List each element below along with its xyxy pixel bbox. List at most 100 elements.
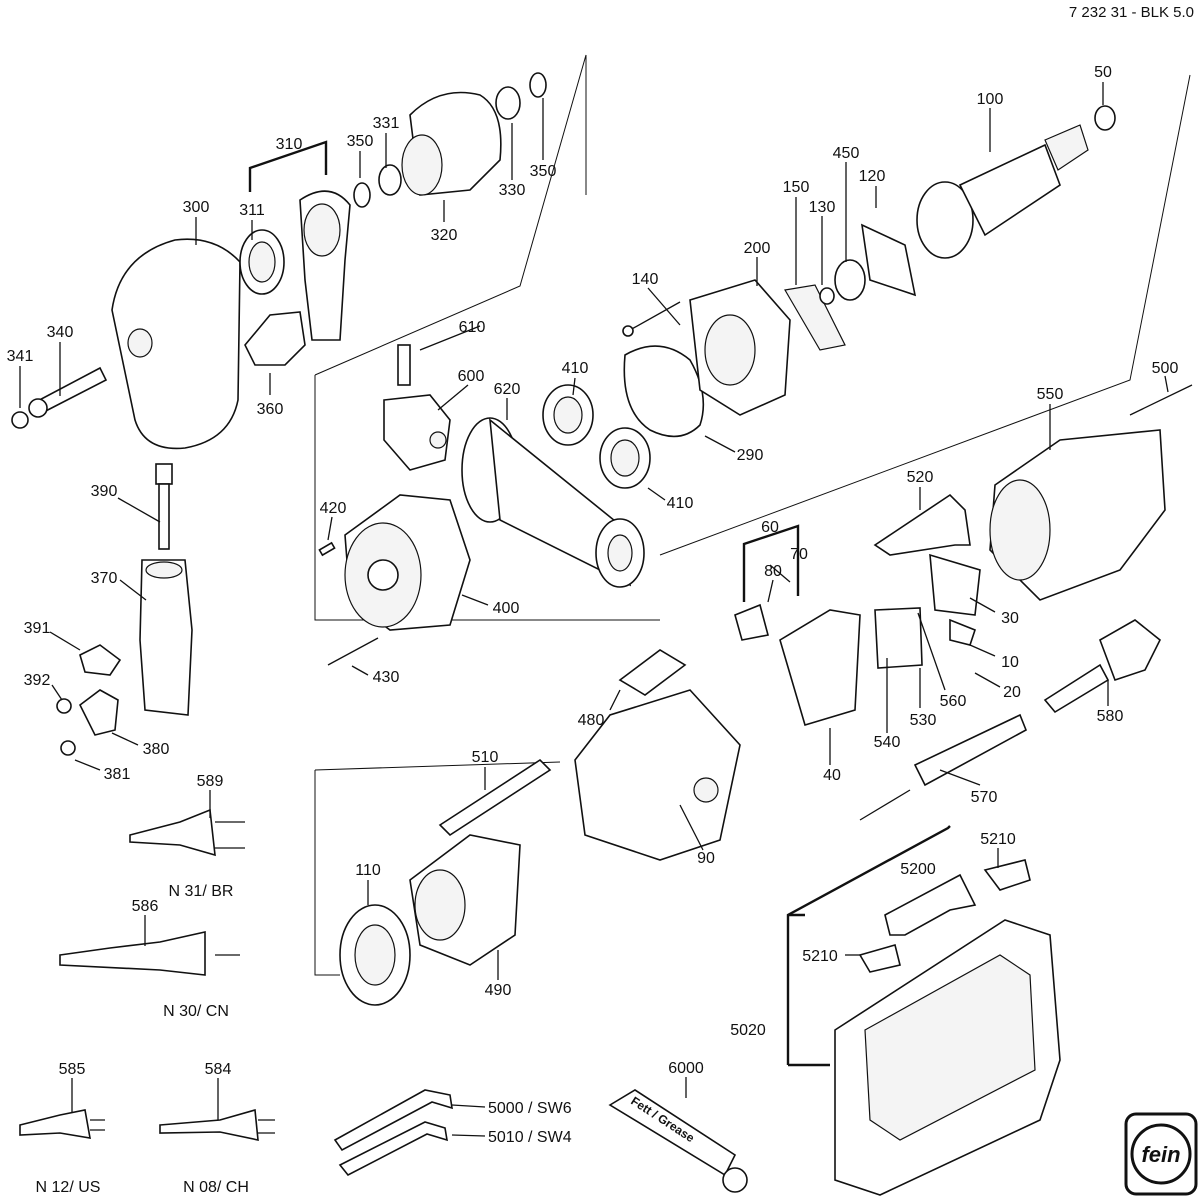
part-label: 540	[874, 734, 901, 751]
plug-number: 585	[59, 1061, 86, 1078]
part-label: 420	[320, 500, 347, 517]
motor-housing	[574, 689, 741, 861]
gear-housing	[401, 91, 502, 196]
gear-case	[344, 494, 471, 631]
document-id: 7 232 31 - BLK 5.0	[1069, 4, 1194, 21]
part-label: 410	[667, 495, 694, 512]
side-handle	[461, 417, 645, 588]
planet-gears	[542, 384, 651, 489]
part-label: 610	[459, 319, 486, 336]
ball-bearing	[819, 259, 866, 305]
part-label: 410	[562, 360, 589, 377]
part-label: 40	[823, 767, 841, 784]
part-label: 5210	[980, 831, 1016, 848]
part-labels: 50 100 450 120 150 130 200 140 290 410 4…	[7, 64, 1179, 1077]
part-label: 620	[494, 381, 521, 398]
part-label: 381	[104, 766, 131, 783]
hex-keys	[333, 1089, 453, 1177]
part-label: 10	[1001, 654, 1019, 671]
group-brackets	[248, 140, 951, 1067]
part-label: 390	[91, 483, 118, 500]
power-cable-plug	[1043, 619, 1162, 714]
leader-lines	[19, 82, 1169, 1137]
field-coil	[409, 834, 521, 966]
insulation-sleeve	[784, 284, 846, 351]
logo-text: fein	[1141, 1142, 1180, 1167]
die-holder	[139, 559, 193, 716]
plug-name: N 08/ CH	[183, 1179, 249, 1196]
part-label: 400	[493, 600, 520, 617]
part-label: 430	[373, 669, 400, 686]
stator-ring	[339, 904, 411, 1006]
eccentric-lever	[299, 190, 351, 341]
part-label: 311	[239, 202, 265, 219]
part-label: 130	[809, 199, 836, 216]
part-label: 110	[355, 862, 381, 879]
part-label: 90	[697, 850, 715, 867]
brush-holders	[734, 553, 981, 646]
die-clamp	[56, 644, 122, 756]
part-label: 392	[24, 672, 51, 689]
part-label: 550	[1037, 386, 1064, 403]
plug-585	[19, 1109, 105, 1139]
part-label: 520	[907, 469, 934, 486]
plug-labels: 589 N 31/ BR 586 N 30/ CN 585 N 12/ US 5…	[36, 773, 249, 1196]
part-label: 500	[1152, 360, 1179, 377]
tool-labels: 5000 / SW6 5010 / SW4	[488, 1100, 572, 1146]
cable-guard	[859, 713, 1028, 821]
part-label: 200	[744, 240, 771, 257]
bearing-bush	[239, 229, 285, 295]
plug-name: N 31/ BR	[169, 883, 234, 900]
gasket-plate	[623, 345, 705, 438]
long-screws	[318, 384, 1193, 666]
bearing-flange	[689, 279, 791, 416]
plug-number: 584	[205, 1061, 232, 1078]
nibbler-punch	[244, 311, 306, 366]
shaft-pin	[11, 366, 108, 429]
part-label: 560	[940, 693, 967, 710]
part-label: 341	[7, 348, 34, 365]
part-label: 331	[373, 115, 400, 132]
part-label: 530	[910, 712, 937, 729]
part-label: 360	[257, 401, 284, 418]
part-label: 140	[632, 271, 659, 288]
part-label: 290	[737, 447, 764, 464]
punch-rod	[155, 463, 173, 550]
plug-name: N 30/ CN	[163, 1003, 229, 1020]
plug-number: 589	[197, 773, 224, 790]
clamp-block	[383, 344, 451, 471]
plug-number: 586	[132, 898, 159, 915]
part-label: 600	[458, 368, 485, 385]
part-label: 70	[790, 546, 808, 563]
part-label: 330	[499, 182, 526, 199]
housing-cover-rear	[989, 429, 1166, 601]
switch-module	[779, 607, 923, 726]
part-label: 450	[833, 145, 860, 162]
fein-logo: fein	[1124, 1112, 1198, 1196]
part-label: 5020	[730, 1022, 766, 1039]
part-label: 350	[347, 133, 374, 150]
part-label: 490	[485, 982, 512, 999]
part-label: 380	[143, 741, 170, 758]
switch-button	[618, 649, 687, 696]
part-label: 300	[183, 199, 210, 216]
part-label: 510	[472, 749, 499, 766]
plug-586	[59, 931, 240, 976]
part-label: 350	[530, 163, 557, 180]
part-label: 150	[783, 179, 810, 196]
tool-label: 5000 / SW6	[488, 1100, 572, 1117]
plug-584	[159, 1108, 275, 1142]
part-label: 80	[764, 563, 782, 580]
fan-baffle	[860, 223, 917, 297]
part-label: 120	[859, 168, 886, 185]
part-label: 570	[971, 789, 998, 806]
part-label: 50	[1094, 64, 1112, 81]
part-label: 20	[1003, 684, 1021, 701]
part-label: 30	[1001, 610, 1019, 627]
part-label: 391	[24, 620, 51, 637]
rear-bracket	[873, 493, 971, 556]
part-label: 5200	[900, 861, 936, 878]
plug-name: N 12/ US	[36, 1179, 101, 1196]
part-label: 60	[761, 519, 779, 536]
